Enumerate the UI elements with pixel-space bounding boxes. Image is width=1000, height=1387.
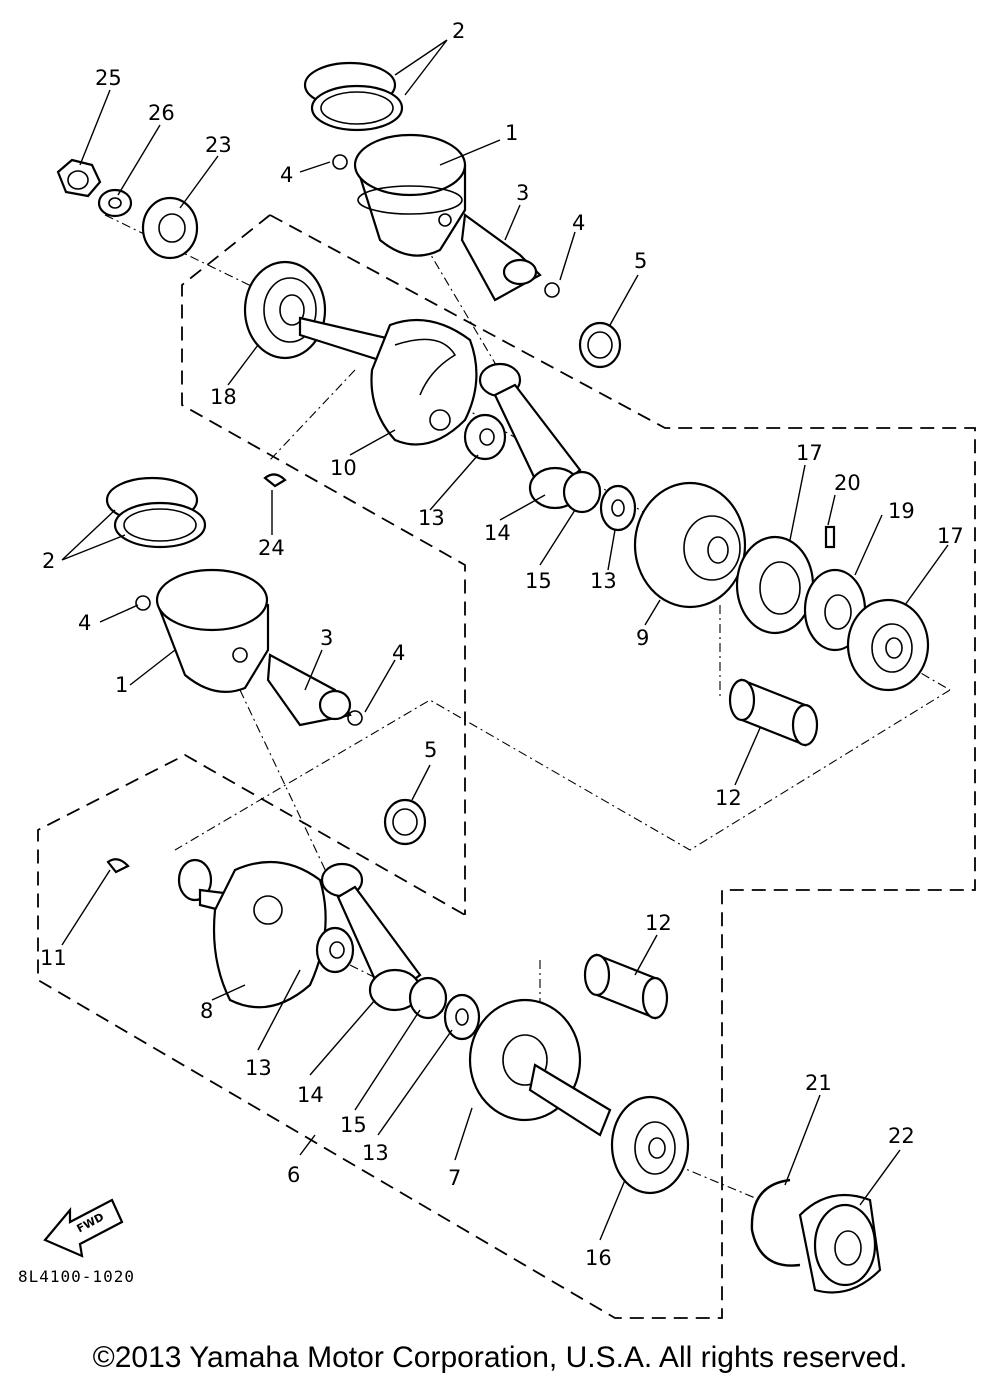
callout-4-upper-right: 4 xyxy=(572,211,585,235)
bearing-left xyxy=(243,260,327,360)
thrust-washer-lower-a xyxy=(315,926,355,974)
circlip-upper-right xyxy=(544,282,560,298)
oil-seal xyxy=(141,196,199,260)
callout-19: 19 xyxy=(888,499,915,523)
callout-26: 26 xyxy=(148,101,175,125)
callout-17-upper-b: 17 xyxy=(937,524,964,548)
copyright-notice: ©2013 Yamaha Motor Corporation, U.S.A. A… xyxy=(92,1341,908,1374)
callout-7: 7 xyxy=(448,1166,461,1190)
callout-14-upper: 14 xyxy=(484,521,511,545)
piston-ring-set-lower xyxy=(105,476,207,549)
callout-1-upper: 1 xyxy=(505,121,518,145)
oil-seal-right xyxy=(798,1193,882,1294)
thrust-washer-lower-b xyxy=(443,993,481,1041)
fwd-arrow-icon: FWD xyxy=(43,1198,124,1258)
callout-17-upper-a: 17 xyxy=(796,441,823,465)
crank-web-lower xyxy=(177,858,327,1009)
callout-10: 10 xyxy=(330,456,357,480)
needle-bearing-lower xyxy=(383,798,427,846)
circlip-upper-left xyxy=(332,154,348,170)
callout-25: 25 xyxy=(95,66,122,90)
callout-13-upper-a: 13 xyxy=(418,506,445,530)
callout-2-lower: 2 xyxy=(42,549,55,573)
circlip-lower-right xyxy=(347,710,363,726)
crank-pin-bearing-lower xyxy=(408,976,448,1020)
diagram-reference-code: 8L4100-1020 xyxy=(18,1267,135,1286)
callout-13-lower-a: 13 xyxy=(245,1056,272,1080)
callout-14-lower: 14 xyxy=(297,1083,324,1107)
callout-12-lower: 12 xyxy=(645,911,672,935)
upper-axis-line xyxy=(104,214,951,851)
leader-lines xyxy=(61,39,949,1241)
woodruff-key-upper xyxy=(263,473,287,488)
connecting-rod-lower xyxy=(320,862,422,1012)
crank-pin-bearing-upper xyxy=(562,470,602,514)
piston-pin-upper xyxy=(460,213,542,302)
callout-13-lower-b: 13 xyxy=(362,1141,389,1165)
thrust-washer-upper-a xyxy=(463,413,507,461)
piston-lower xyxy=(155,568,270,693)
washer xyxy=(97,188,133,218)
callout-16: 16 xyxy=(585,1246,612,1270)
callout-8: 8 xyxy=(200,999,213,1023)
callout-4-lower-right: 4 xyxy=(392,641,405,665)
crank-web-upper xyxy=(370,318,478,446)
bearing-right xyxy=(610,1095,690,1195)
callout-11: 11 xyxy=(40,946,67,970)
callout-18: 18 xyxy=(210,385,237,409)
crank-wheel-right xyxy=(468,998,612,1137)
callout-12-upper: 12 xyxy=(715,786,742,810)
callout-15-upper: 15 xyxy=(525,569,552,593)
lower-axis-line xyxy=(179,244,761,1201)
piston-upper xyxy=(353,133,467,257)
callout-3-lower: 3 xyxy=(320,626,333,650)
woodruff-key-lower xyxy=(106,858,130,874)
callout-3-upper: 3 xyxy=(516,181,529,205)
callout-13-upper-b: 13 xyxy=(590,569,617,593)
callout-20: 20 xyxy=(834,471,861,495)
crank-wheel xyxy=(633,481,747,609)
callout-23: 23 xyxy=(205,133,232,157)
callout-24: 24 xyxy=(258,536,285,560)
piston-pin-lower xyxy=(266,653,352,727)
callout-5-lower: 5 xyxy=(424,738,437,762)
dowel-pin xyxy=(824,525,836,549)
bearing-center-a xyxy=(735,535,815,635)
bearing-center-b xyxy=(846,598,930,692)
needle-bearing-upper xyxy=(578,321,622,369)
callout-15-lower: 15 xyxy=(340,1113,367,1137)
circlip-lower-left xyxy=(135,595,151,611)
callout-9: 9 xyxy=(636,626,649,650)
callout-2-upper: 2 xyxy=(452,19,465,43)
callout-4-upper-left: 4 xyxy=(280,163,293,187)
upper-crank-assembly-boundary-right xyxy=(37,214,976,1319)
nut xyxy=(56,158,102,198)
callout-21: 21 xyxy=(805,1071,832,1095)
exploded-parts-diagram: FWD xyxy=(37,19,976,1319)
callout-5-upper: 5 xyxy=(634,249,647,273)
callout-1-lower: 1 xyxy=(115,673,128,697)
callout-22: 22 xyxy=(888,1124,915,1148)
callout-labels: 2 25 26 23 1 4 3 4 5 18 10 13 14 15 13 2… xyxy=(40,19,964,1270)
crank-pin-upper xyxy=(728,678,819,747)
thrust-washer-upper-b xyxy=(599,484,637,532)
upper-crank-assembly-boundary xyxy=(181,214,466,915)
callout-6: 6 xyxy=(287,1163,300,1187)
piston-ring-set-upper xyxy=(303,61,404,132)
circlip-large xyxy=(750,1178,801,1267)
crank-pin-lower xyxy=(583,953,669,1020)
callout-4-lower-left: 4 xyxy=(78,611,91,635)
